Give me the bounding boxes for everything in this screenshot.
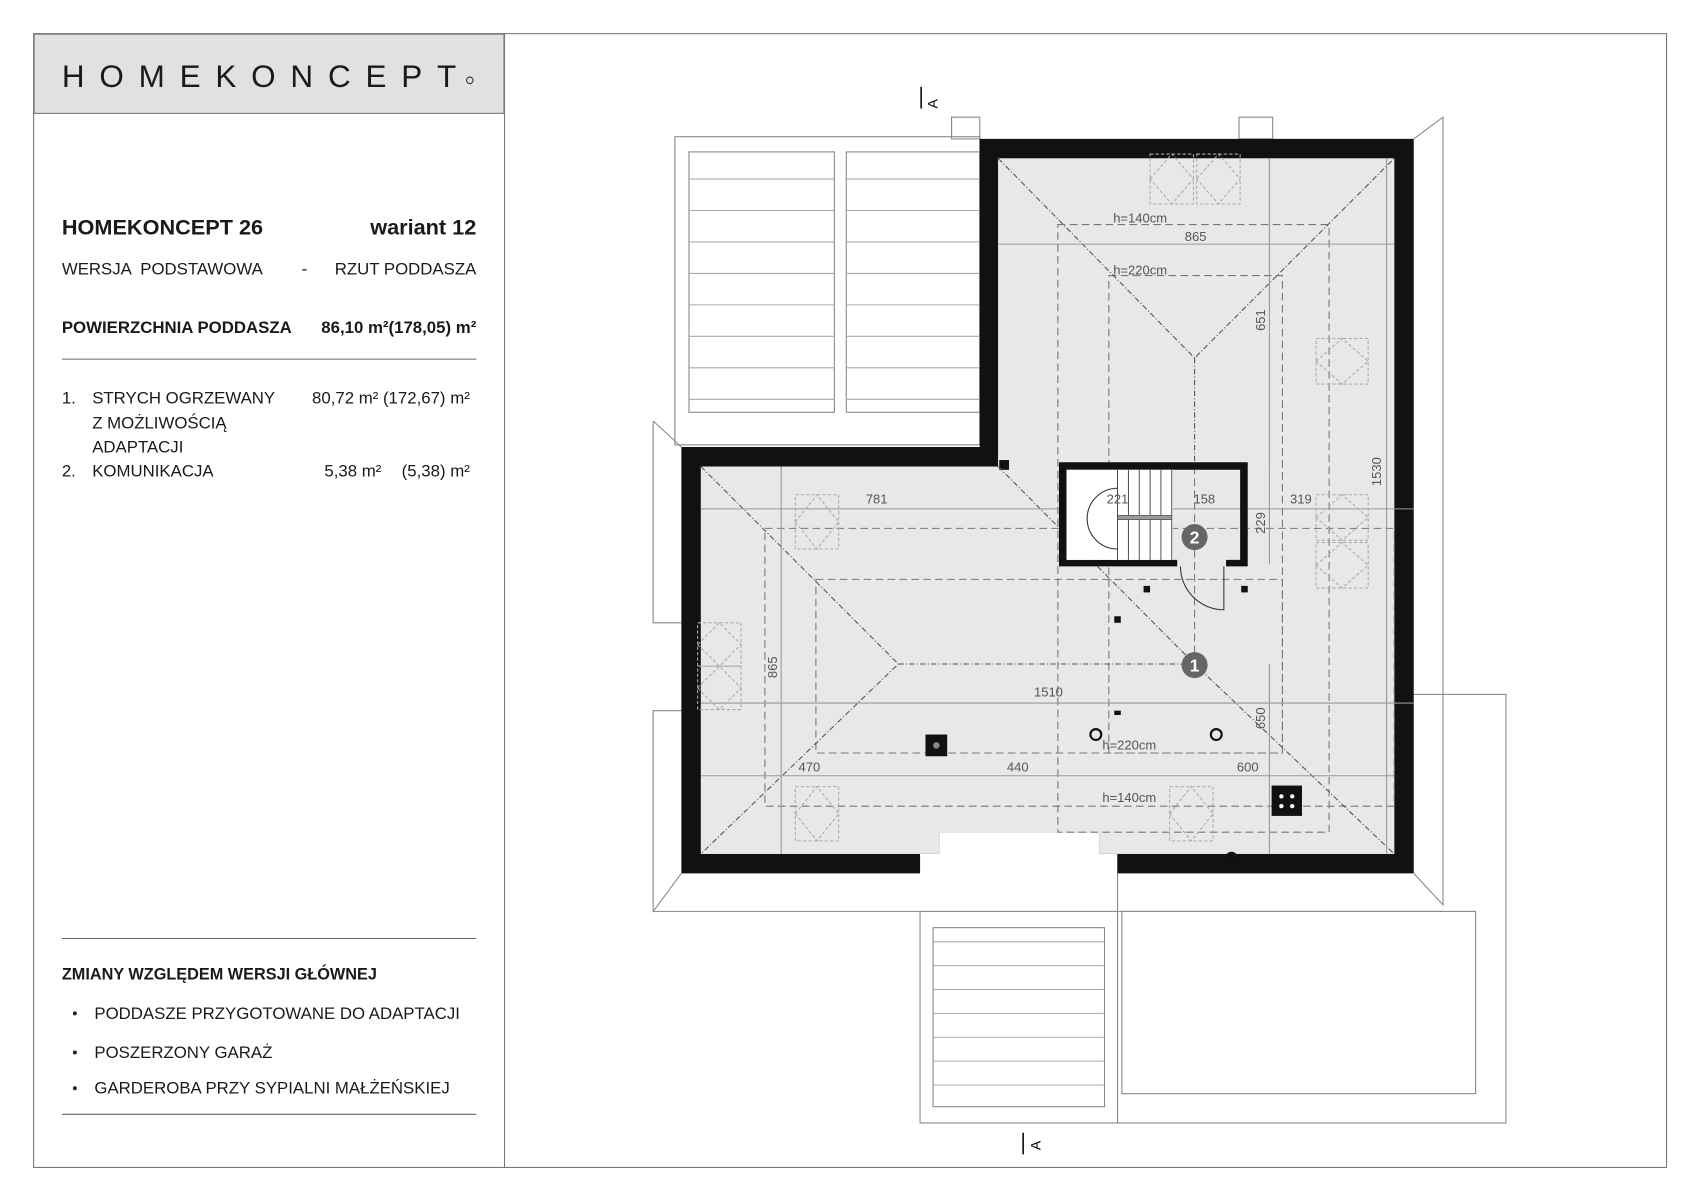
room-marker-2-label: 2 [1190, 528, 1200, 548]
area-label: POWIERZCHNIA PODDASZA [62, 318, 292, 337]
door-swing [1179, 566, 1225, 611]
dim-label: 158 [1193, 491, 1215, 506]
dim-label: h=140cm [1102, 790, 1156, 805]
room-area: 80,72 m² (172,67) m² [312, 389, 470, 408]
dim-label: 440 [1007, 759, 1029, 774]
changes-title: ZMIANY WZGLĘDEM WERSJI GŁÓWNEJ [62, 965, 377, 984]
room-area: 5,38 m² [324, 461, 381, 480]
section-mark-top: A [920, 86, 940, 109]
room-name: STRYCH OGRZEWANY [92, 389, 275, 408]
floor-plan: h=140cm 865 h=220cm 651 1530 781 221 158… [652, 86, 1507, 1155]
change-item: PODDASZE PRZYGOTOWANE DO ADAPTACJI [94, 1004, 460, 1023]
dim-label: 865 [765, 656, 780, 678]
pipe-icons [1089, 728, 1238, 865]
room-list: 1. STRYCH OGRZEWANY Z MOŻLIWOŚCIĄ ADAPTA… [62, 389, 470, 481]
skylight-glass [1168, 785, 1214, 842]
bullet [72, 1050, 77, 1055]
skylight-glass [1196, 153, 1241, 205]
bullet [72, 1011, 77, 1016]
registered-mark [466, 76, 474, 85]
sheet-frame [33, 33, 1668, 1168]
area-value: 86,10 m²(178,05) m² [321, 318, 476, 337]
dim-label: h=140cm [1113, 210, 1167, 225]
dim-label: 319 [1290, 491, 1312, 506]
vent-icon [933, 742, 940, 749]
view-name: RZUT PODDASZA [335, 260, 477, 279]
skylight-glass [794, 785, 840, 842]
skylights [696, 153, 1369, 842]
dimension-labels: h=140cm 865 h=220cm 651 1530 781 221 158… [765, 210, 1384, 804]
dimension-lines [700, 158, 1414, 854]
skylight-glass [696, 622, 742, 667]
height-line-220-left [815, 578, 1283, 754]
variant: wariant 12 [369, 214, 476, 239]
room-name: KOMUNIKACJA [92, 461, 214, 480]
room-marker-2 [1181, 524, 1208, 551]
room-marker-1 [1181, 652, 1208, 679]
room-number: 2. [62, 461, 76, 480]
skylight-glass [1315, 494, 1369, 542]
dim-label: 1530 [1369, 457, 1384, 486]
section-label: A [924, 99, 940, 109]
skylight-glass [1315, 337, 1369, 385]
dim-label: 600 [1237, 759, 1259, 774]
dim-label: 781 [866, 491, 888, 506]
staircase [1058, 462, 1248, 611]
version: WERSJA PODSTAWOWA [62, 260, 264, 279]
dim-label: 221 [1107, 491, 1129, 506]
terrace-stripes [688, 178, 1105, 1086]
room-marker-1-label: 1 [1190, 656, 1200, 676]
wall-post [999, 460, 1010, 470]
room-name: ADAPTACJI [92, 437, 183, 456]
chimney-icon [1271, 785, 1302, 816]
skylight-glass [794, 493, 840, 550]
project-name: HOMEKONCEPT 26 [62, 214, 263, 239]
bullet [72, 1086, 77, 1091]
room-number: 1. [62, 389, 76, 408]
dim-label: 229 [1253, 512, 1268, 534]
change-item: GARDEROBA PRZY SYPIALNI MAŁŻEŃSKIEJ [94, 1079, 449, 1098]
dim-label: 865 [1185, 229, 1207, 244]
section-mark-bottom: A [1022, 1132, 1043, 1155]
dim-label: 1510 [1034, 685, 1063, 700]
dim-label: h=220cm [1102, 738, 1156, 753]
dim-label: h=220cm [1113, 263, 1167, 278]
flue-holes [1279, 794, 1295, 809]
change-item: POSZERZONY GARAŻ [94, 1043, 272, 1062]
logo-band [33, 33, 505, 114]
dim-label: 470 [799, 759, 821, 774]
dim-label: 651 [1253, 309, 1268, 331]
separator: - [302, 260, 308, 279]
skylight-glass [1149, 153, 1195, 205]
section-label: A [1027, 1140, 1043, 1150]
dim-label: 650 [1253, 707, 1268, 729]
skylight-glass [1315, 541, 1369, 589]
room-name: Z MOŻLIWOŚCIĄ [92, 414, 227, 433]
room-area-total: (5,38) m² [402, 461, 471, 480]
changes-list: PODDASZE PRZYGOTOWANE DO ADAPTACJI POSZE… [72, 1004, 460, 1098]
skylight-glass [696, 665, 742, 711]
